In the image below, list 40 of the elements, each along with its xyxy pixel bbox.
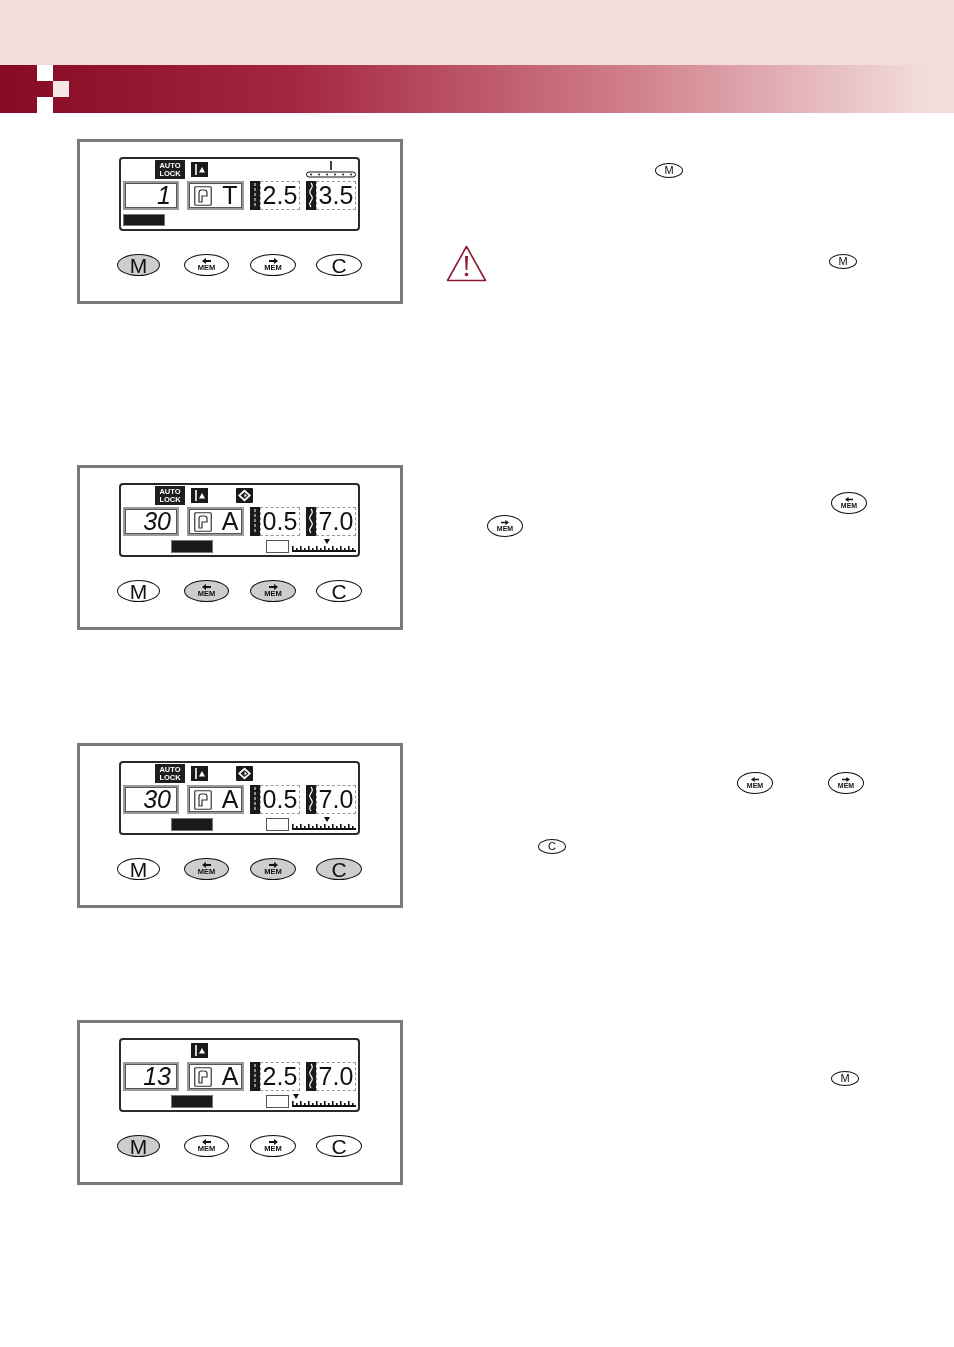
stitch-width-display: 7.0 (316, 1062, 356, 1091)
inline-m-button: M (829, 253, 857, 269)
stitch-width-display: 3.5 (316, 181, 356, 210)
presser-foot-display (187, 507, 244, 536)
c-button: C (316, 254, 362, 276)
inline-m-button: M (655, 162, 683, 178)
control-panel (77, 1020, 403, 1185)
stitch-width-display: 7.0 (316, 507, 356, 536)
presser-foot-letter: T (221, 183, 239, 208)
presser-foot-letter: A (220, 1064, 240, 1089)
lcd-screen (119, 157, 360, 231)
pattern-number-display: 1 (123, 181, 179, 210)
presser-foot-display (187, 785, 244, 814)
stitch-length-display: 0.5 (260, 785, 300, 814)
inline-c-button: C (538, 838, 566, 854)
m-button: M (117, 1135, 160, 1157)
pattern-number-display: 30 (123, 785, 179, 814)
control-panel (77, 465, 403, 630)
m-button: M (117, 580, 160, 602)
c-button: C (316, 1135, 362, 1157)
control-panel (77, 139, 403, 304)
c-button: C (316, 858, 362, 880)
stitch-width-display: 7.0 (316, 785, 356, 814)
inline-m-button: M (831, 1070, 859, 1086)
presser-foot-display (187, 1062, 244, 1091)
lcd-screen (119, 1038, 360, 1112)
presser-foot-letter: A (220, 787, 240, 812)
c-button: C (316, 580, 362, 602)
pattern-number-display: 13 (123, 1062, 179, 1091)
m-button: M (117, 254, 160, 276)
control-panel (77, 743, 403, 908)
stitch-length-display: 0.5 (260, 507, 300, 536)
pattern-number-display: 30 (123, 507, 179, 536)
lcd-screen (119, 483, 360, 557)
m-button: M (117, 858, 160, 880)
presser-foot-display (187, 181, 244, 210)
presser-foot-letter: A (220, 509, 240, 534)
stitch-length-display: 2.5 (260, 1062, 300, 1091)
stitch-length-display: 2.5 (260, 181, 300, 210)
lcd-screen (119, 761, 360, 835)
